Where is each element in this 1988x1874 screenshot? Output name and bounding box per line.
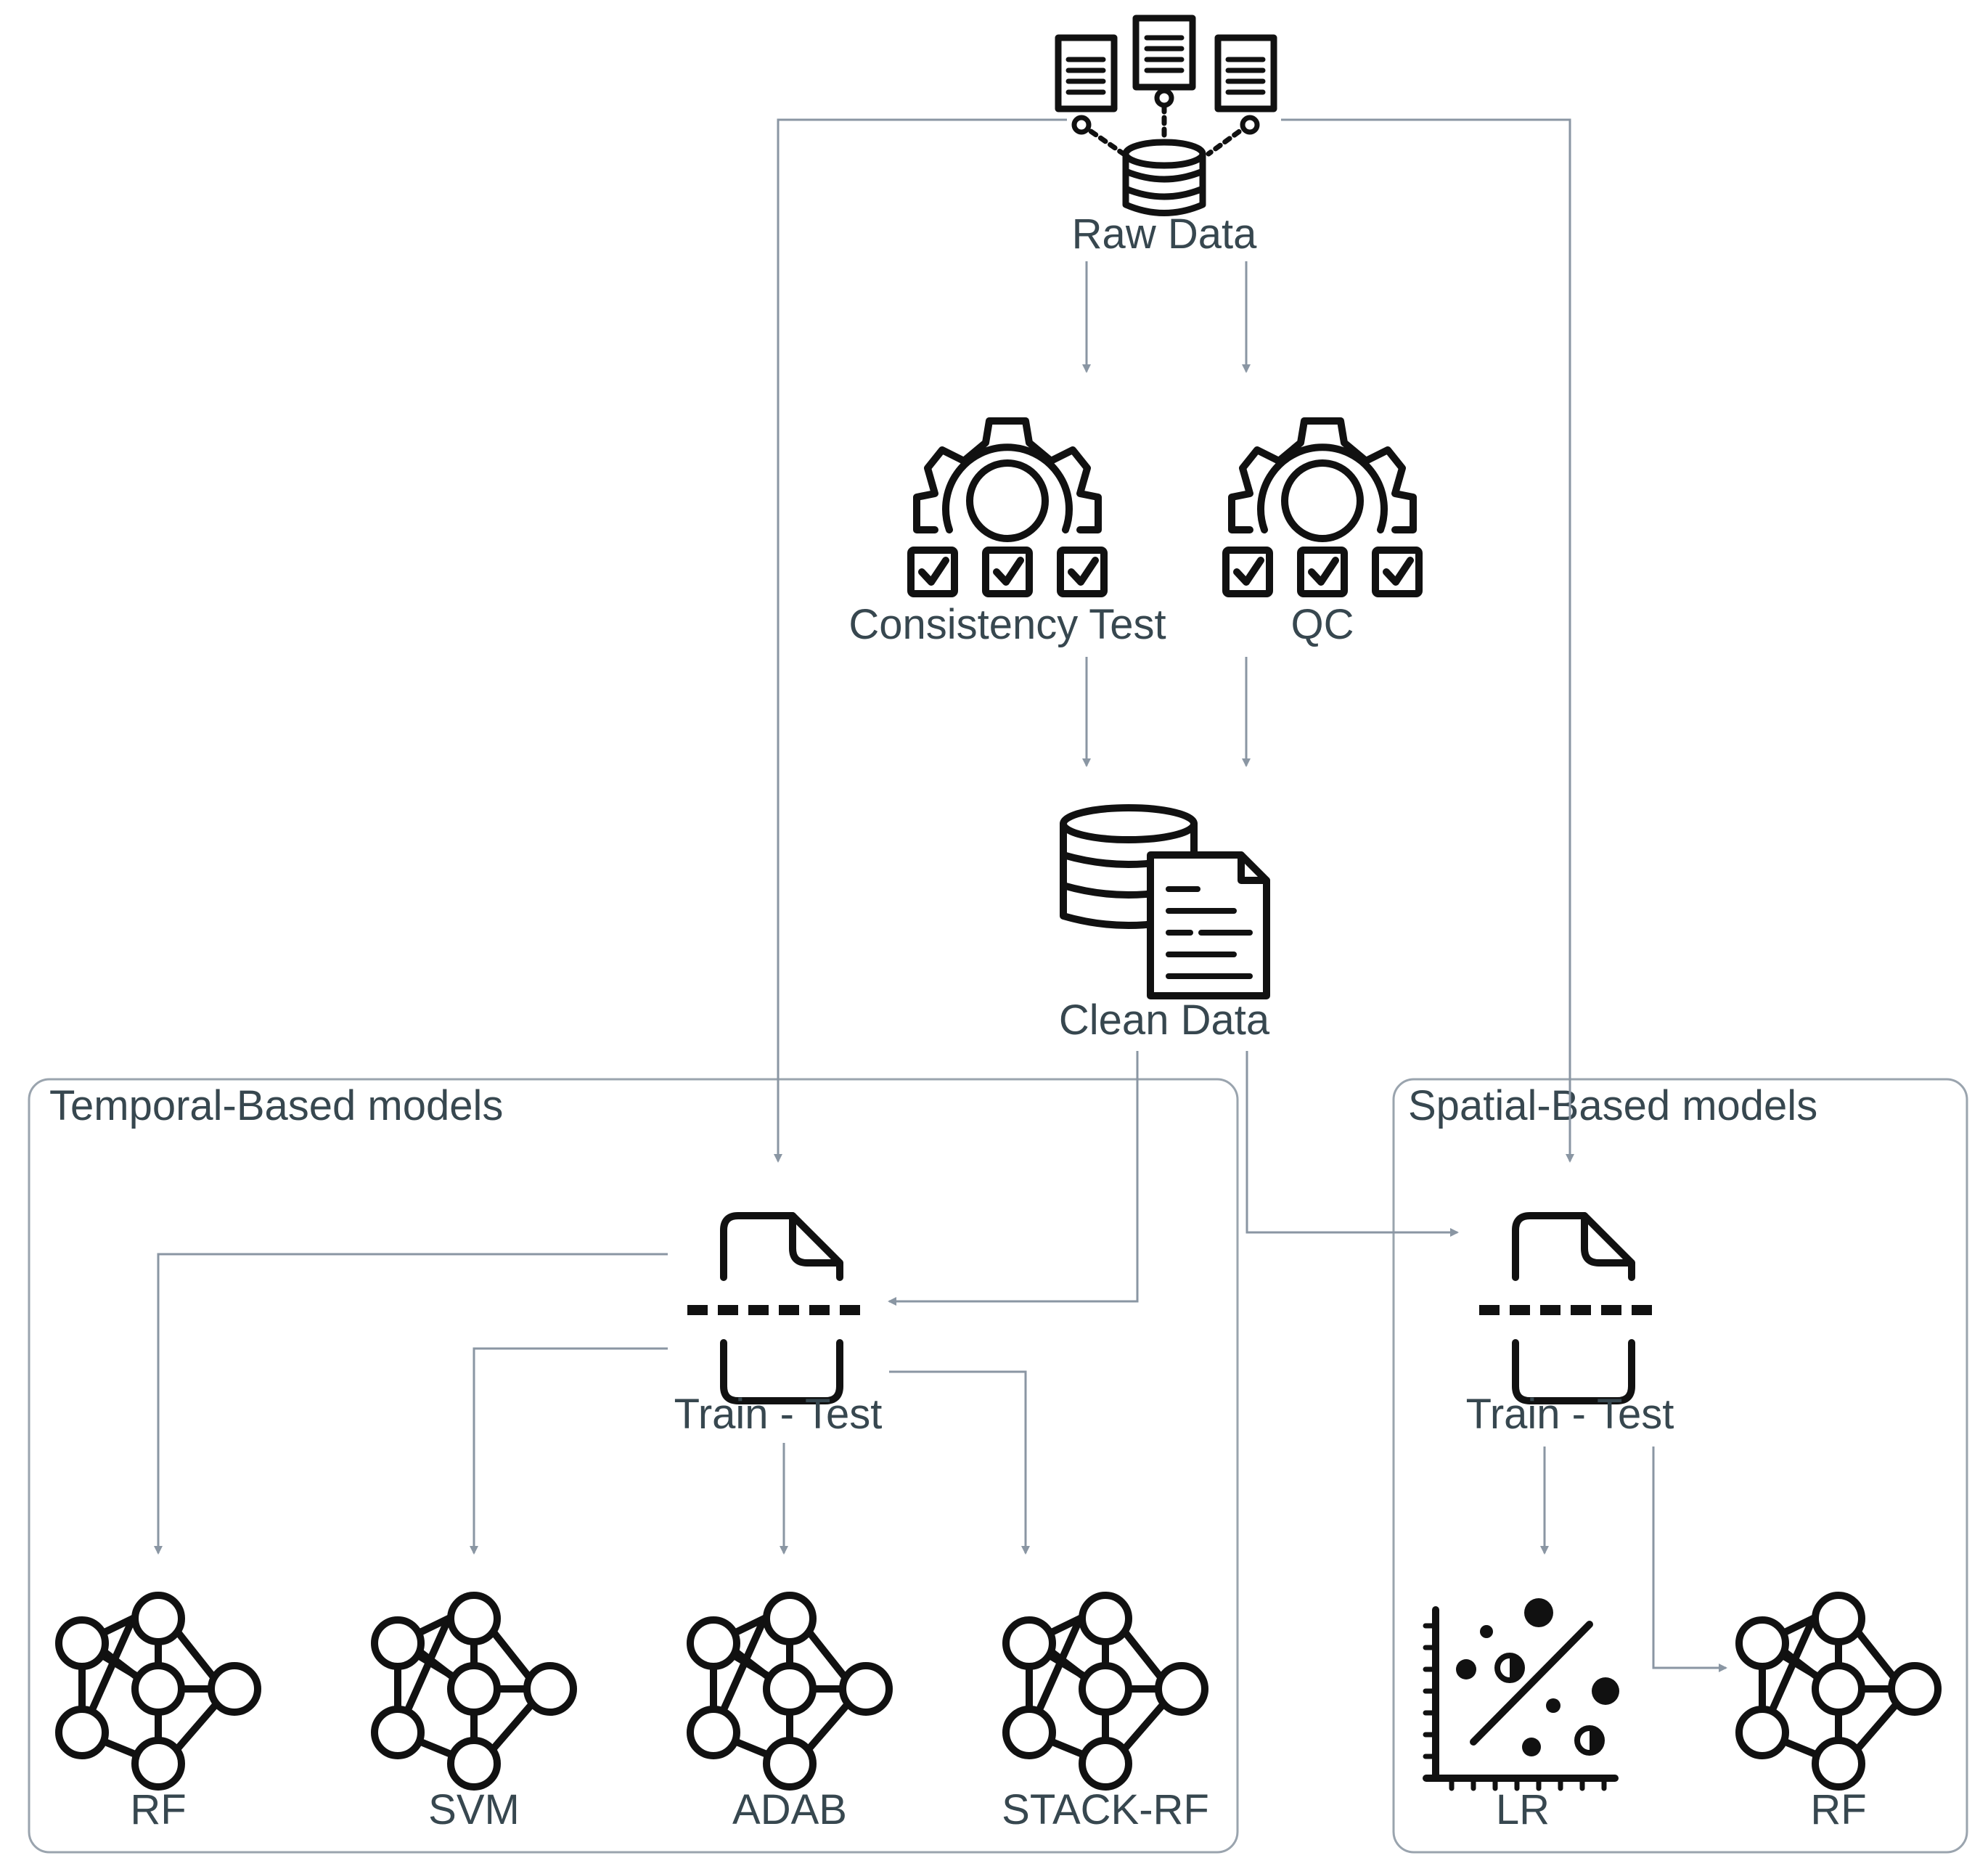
consistency-test-label: Consistency Test bbox=[848, 601, 1166, 648]
edge-spatial-split-to-rf bbox=[1652, 1447, 1727, 1672]
edge-split-to-rf bbox=[154, 1253, 668, 1555]
edge-clean-to-temporal-split bbox=[888, 1051, 1139, 1306]
neural-network-icon bbox=[1006, 1595, 1205, 1787]
lr-label: LR bbox=[1496, 1786, 1550, 1833]
train-test-spatial-node: Train - Test bbox=[1466, 1216, 1674, 1438]
edge-raw-to-spatial-split bbox=[1281, 118, 1574, 1163]
database-documents-icon bbox=[1055, 15, 1277, 216]
edge-split-to-stackrf bbox=[889, 1370, 1030, 1555]
rf-temporal-node: RF bbox=[59, 1595, 258, 1833]
qc-label: QC bbox=[1291, 601, 1354, 648]
spatial-models-group bbox=[1392, 1078, 1968, 1854]
neural-network-icon bbox=[690, 1595, 889, 1787]
stack-rf-label: STACK-RF bbox=[1002, 1786, 1209, 1833]
svm-node: SVM bbox=[375, 1595, 573, 1833]
qc-node: QC bbox=[1226, 421, 1419, 648]
gear-checklist-icon bbox=[1226, 421, 1419, 594]
train-test-temporal-label: Train - Test bbox=[674, 1391, 883, 1438]
stack-rf-node: STACK-RF bbox=[1002, 1595, 1209, 1833]
split-document-icon bbox=[1479, 1216, 1661, 1401]
svm-label: SVM bbox=[428, 1786, 520, 1833]
adab-label: ADAB bbox=[732, 1786, 847, 1833]
neural-network-icon bbox=[1739, 1595, 1938, 1787]
split-document-icon bbox=[687, 1216, 869, 1401]
lr-node: LR bbox=[1423, 1598, 1619, 1833]
clean-data-node: Clean Data bbox=[1059, 804, 1270, 1044]
train-test-spatial-label: Train - Test bbox=[1466, 1391, 1674, 1438]
rf-temporal-label: RF bbox=[130, 1786, 186, 1833]
neural-network-icon bbox=[375, 1595, 573, 1787]
train-test-temporal-node: Train - Test bbox=[674, 1216, 883, 1438]
gear-checklist-icon bbox=[911, 421, 1104, 594]
consistency-test-node: Consistency Test bbox=[848, 421, 1166, 648]
edges bbox=[154, 118, 1727, 1672]
neural-network-icon bbox=[59, 1595, 258, 1787]
database-document-icon bbox=[1060, 804, 1270, 999]
spatial-group-title: Spatial-Based models bbox=[1408, 1082, 1817, 1129]
temporal-group-title: Temporal-Based models bbox=[49, 1082, 503, 1129]
clean-data-label: Clean Data bbox=[1059, 997, 1270, 1044]
adab-node: ADAB bbox=[690, 1595, 889, 1833]
rf-spatial-node: RF bbox=[1739, 1595, 1938, 1833]
raw-data-node: Raw Data bbox=[1055, 15, 1277, 258]
edge-clean-to-spatial-split bbox=[1245, 1051, 1459, 1237]
raw-data-label: Raw Data bbox=[1072, 210, 1257, 258]
temporal-models-group bbox=[28, 1078, 1239, 1854]
scatter-plot-icon bbox=[1423, 1598, 1619, 1791]
rf-spatial-label: RF bbox=[1810, 1786, 1866, 1833]
edge-split-to-svm bbox=[470, 1347, 668, 1555]
edge-raw-to-temporal-split bbox=[774, 118, 1067, 1163]
